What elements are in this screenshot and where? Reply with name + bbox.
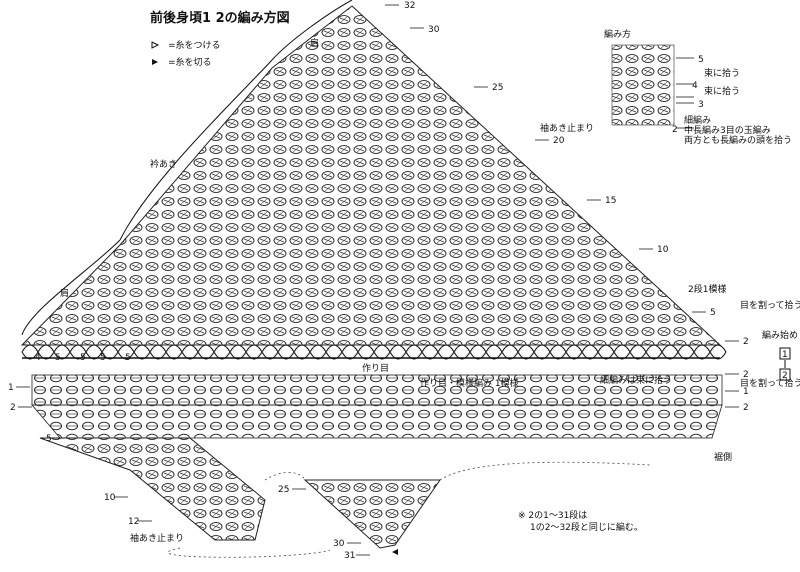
chain-marks: 4 5 5 5 5 [35,353,131,363]
label-start: 編み始め [762,329,798,341]
row-number: 1 [743,387,749,397]
chain-mark: 5 [100,353,106,363]
legend-cut: =糸を切る [168,56,212,68]
row-number: 31 [344,551,355,561]
stitch-key: 編み方 5 束に拾う 4 束に拾う 3 2 細編み 中長編み3目の玉編み 両方と… [604,28,792,146]
dotted-guide [167,472,331,558]
row-number: 25 [492,83,503,93]
row-number: 12 [128,517,139,527]
label-hem: 裾側 [714,451,732,463]
row-number: 2 [743,370,749,380]
row-number: 32 [404,1,415,11]
row-number: 5 [710,308,716,318]
row-number: 30 [333,539,345,549]
chain-row [21,344,727,360]
row-number: 25 [278,485,289,495]
row-number: 5 [46,434,52,444]
label-two-row-pattern: 2段1模様 [688,283,726,295]
row-number: 20 [553,136,565,146]
stitch-key-heading: 編み方 [604,28,631,40]
label-shoulder-left: 肩 [60,287,69,299]
key-bottom: 両方とも長編みの頭を拾う [684,134,792,146]
key-row: 3 [698,100,704,110]
label-armhole-stop: 袖あき止まり [540,122,594,134]
key-row: 2 [672,125,678,135]
label-armhole-stop-2: 袖あき止まり [130,532,184,544]
upper-triangle [20,5,722,346]
box-1: 1 [782,350,788,360]
label-sc-bundle: 細編みは束に拾う [600,374,672,386]
row-number: 10 [104,493,116,503]
row-number: 1 [8,383,14,393]
row-numbers-right: 2 1 2 [725,370,749,413]
bottom-point [303,479,441,549]
chain-mark: 5 [55,353,61,363]
row-number: 15 [605,196,616,206]
key-row: 4 [692,81,698,91]
row-number: 10 [657,245,669,255]
note-line-1: ※ 2の1〜31段は [518,509,587,521]
chain-mark: 4 [35,353,41,363]
row-number: 2 [10,403,16,413]
label-split-2: 目を割って拾う [740,377,800,389]
legend: =糸をつける =糸を切る [151,39,221,68]
legend-attach: =糸をつける [168,39,221,51]
lower-band-bottom [31,404,723,439]
row-numbers-bottom: 25 30 31 [278,485,398,561]
label-chain-pattern: 作り目・模様編み 1模様 [420,377,519,389]
label-chain: 作り目 [362,362,389,374]
chain-mark: 5 [80,353,86,363]
key-bottom: 中長編み3目の玉編み [684,124,771,136]
box-2: 2 [782,371,788,381]
label-shoulder-top: 肩 [310,37,319,49]
row-numbers-upper: 32 30 25 20 15 10 5 2 [385,1,749,347]
row-number: 2 [743,337,749,347]
left-strap [39,437,266,541]
row-number: 2 [743,403,749,413]
key-bottom: 細編み [684,114,711,126]
key-note: 束に拾う [704,67,740,79]
row-numbers-left: 1 2 5 10 12 [8,383,152,527]
key-note: 束に拾う [704,85,740,97]
note-line-2: 1の2〜32段と同じに編む。 [530,521,643,533]
chain-mark: 5 [125,353,131,363]
label-split-1: 目を割って拾う [740,299,800,311]
key-row: 5 [698,55,704,65]
row-number: 30 [428,25,440,35]
chart-title: 前後身頃1 2の編み方図 [150,10,290,26]
label-neck: 衿あき [150,158,177,170]
